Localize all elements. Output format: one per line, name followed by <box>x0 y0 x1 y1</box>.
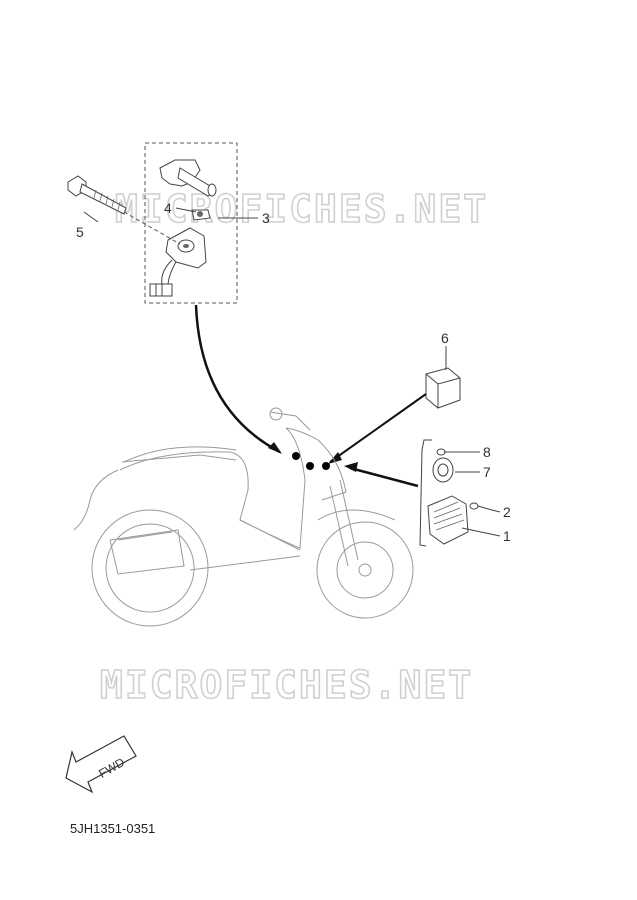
callout-3: 3 <box>262 210 270 226</box>
callout-2: 2 <box>503 504 511 520</box>
watermark-bottom: MICROFICHES.NET <box>100 663 473 707</box>
bolt-part-2 <box>469 502 501 513</box>
callout-1: 1 <box>503 528 511 544</box>
rectifier-part-1 <box>427 495 501 545</box>
callout-5: 5 <box>76 224 84 240</box>
watermark-top: MICROFICHES.NET <box>115 187 488 231</box>
callout-6: 6 <box>441 330 449 346</box>
screw-part-8 <box>436 448 480 456</box>
callout-8: 8 <box>483 444 491 460</box>
callout-7: 7 <box>483 464 491 480</box>
bolt-part-5 <box>67 175 181 245</box>
flasher-relay-part-6 <box>425 346 461 409</box>
forward-direction-arrow: FWD <box>65 735 137 794</box>
scooter-outline <box>73 407 414 627</box>
main-switch-assembly <box>144 142 238 304</box>
part-code: 5JH1351-0351 <box>70 821 155 836</box>
horn-part-7 <box>432 457 480 483</box>
callout-4: 4 <box>164 200 172 216</box>
